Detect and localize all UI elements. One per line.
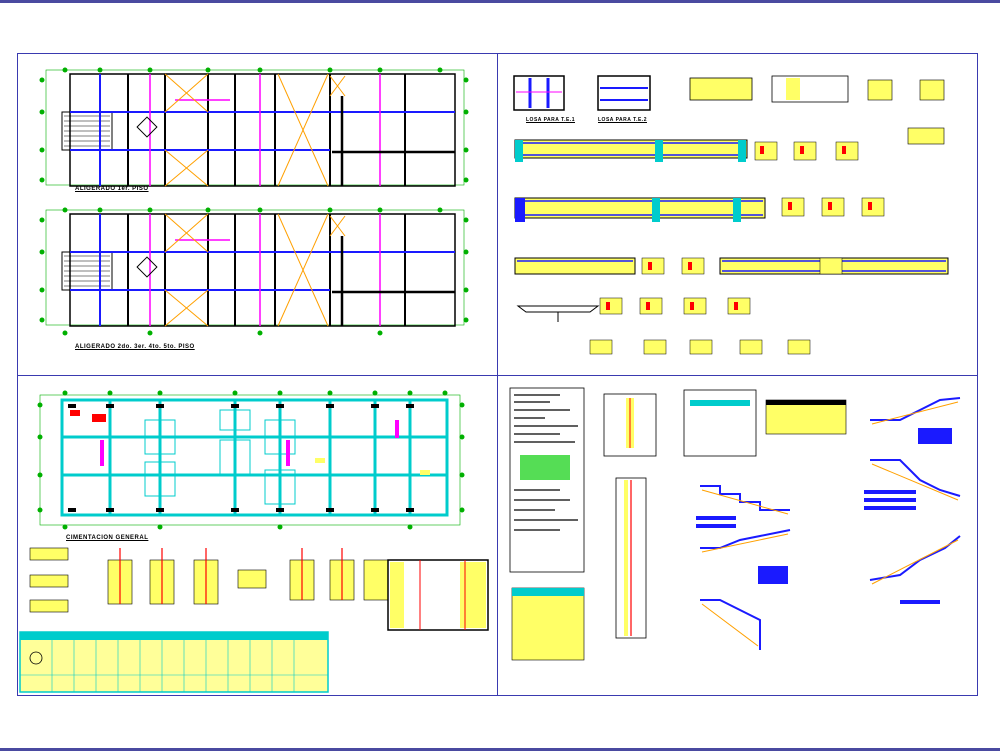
plan-2-title: ALIGERADO 2do. 3er. 4to. 5to. PISO <box>75 344 195 350</box>
foundation-plan <box>37 390 465 530</box>
floor-plan-2 <box>39 207 469 336</box>
vertical-divider <box>497 53 498 696</box>
schedule-table <box>19 631 329 693</box>
bottom-border <box>0 748 1000 751</box>
beam-details <box>513 75 949 355</box>
floor-plan-1 <box>39 67 469 187</box>
slab-1-title: LOSA PARA T.E.1 <box>526 117 575 123</box>
slab-2-title: LOSA PARA T.E.2 <box>598 117 647 123</box>
horizontal-divider <box>17 375 978 376</box>
top-border <box>0 0 1000 3</box>
specifications-and-stairs <box>509 387 961 661</box>
foundation-title: CIMENTACION GENERAL <box>66 535 149 541</box>
plan-1-title: ALIGERADO 1er. PISO <box>75 186 149 192</box>
footing-sections <box>29 547 489 631</box>
